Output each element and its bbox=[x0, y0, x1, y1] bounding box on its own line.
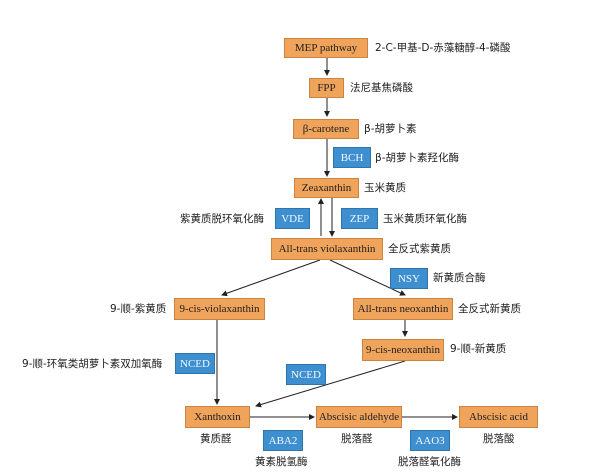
arrow-violaxanthin-neoxanthin bbox=[329, 259, 406, 296]
enzyme-nced-2: NCED bbox=[286, 364, 326, 385]
enzyme-vde: VDE bbox=[275, 208, 310, 229]
label-bch: β-胡萝卜素羟化酶 bbox=[375, 152, 459, 164]
node-mep-pathway: MEP pathway bbox=[284, 38, 368, 58]
label-aao3: 脱落醛氧化酶 bbox=[398, 456, 461, 468]
label-xanthoxin: 黄质醛 bbox=[200, 433, 232, 445]
arrow-cisneoxanthin-xanthoxin bbox=[255, 360, 406, 408]
enzyme-zep: ZEP bbox=[341, 208, 378, 229]
node-all-trans-neoxanthin: All-trans neoxanthin bbox=[353, 298, 453, 320]
node-9-cis-neoxanthin: 9-cis-neoxanthin bbox=[362, 339, 444, 361]
node-abscisic-acid: Abscisic acid bbox=[459, 406, 538, 428]
label-abscisic-aldehyde: 脱落醛 bbox=[341, 433, 373, 445]
node-9-cis-violaxanthin: 9-cis-violaxanthin bbox=[174, 298, 265, 320]
label-nsy: 新黄质合酶 bbox=[433, 272, 486, 284]
label-fpp: 法尼基焦磷酸 bbox=[350, 82, 413, 94]
label-all-trans-neoxanthin: 全反式新黄质 bbox=[458, 303, 521, 315]
enzyme-nced-1: NCED bbox=[175, 353, 215, 374]
label-9-cis-neoxanthin: 9-顺-新黄质 bbox=[450, 343, 507, 355]
node-abscisic-aldehyde: Abscisic aldehyde bbox=[316, 406, 402, 428]
label-all-trans-violaxanthin: 全反式紫黄质 bbox=[388, 243, 451, 255]
label-zep: 玉米黄质环氧化酶 bbox=[383, 213, 467, 225]
node-all-trans-violaxanthin: All-trans violaxanthin bbox=[271, 238, 383, 260]
label-zeaxanthin: 玉米黄质 bbox=[364, 182, 406, 194]
label-abscisic-acid: 脱落酸 bbox=[483, 433, 515, 445]
label-9-cis-violaxanthin: 9-顺-紫黄质 bbox=[110, 303, 167, 315]
label-vde: 紫黄质脱环氧化酶 bbox=[180, 213, 264, 225]
enzyme-nsy: NSY bbox=[390, 268, 428, 289]
enzyme-aba2: ABA2 bbox=[263, 430, 303, 451]
label-nced: 9-顺-环氧类胡萝卜素双加氧酶 bbox=[22, 358, 163, 370]
label-aba2: 黄素脱氢酶 bbox=[255, 456, 308, 468]
node-xanthoxin: Xanthoxin bbox=[185, 406, 250, 428]
label-beta-carotene: β-胡萝卜素 bbox=[364, 123, 417, 135]
label-mep: 2-C-甲基-D-赤藻糖醇-4-磷酸 bbox=[375, 42, 511, 54]
enzyme-aao3: AAO3 bbox=[410, 430, 450, 451]
enzyme-bch: BCH bbox=[333, 147, 371, 168]
arrow-violaxanthin-cisviolaxanthin bbox=[221, 259, 321, 297]
node-fpp: FPP bbox=[309, 78, 344, 98]
node-beta-carotene: β-carotene bbox=[293, 119, 359, 139]
node-zeaxanthin: Zeaxanthin bbox=[294, 178, 359, 198]
